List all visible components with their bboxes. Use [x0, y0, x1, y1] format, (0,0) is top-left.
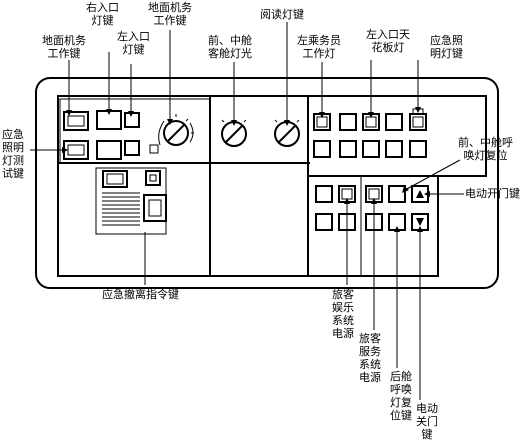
panel-right-bottom-block: [307, 175, 439, 277]
label-fwd-mid-cabin-light: 前、中舱 客舱灯光: [208, 34, 252, 60]
label-line: 左入口天: [366, 28, 410, 41]
label-left-entrance-ceiling-light: 左入口天 花板灯: [366, 28, 410, 54]
label-line: 明灯键: [430, 47, 463, 60]
small-button[interactable]: [124, 140, 140, 156]
label-line: 地面机务: [148, 1, 192, 14]
label-line: 照明: [2, 141, 24, 154]
ground-staff-work-knob[interactable]: [163, 120, 189, 146]
ground-staff-work-button[interactable]: [96, 140, 122, 160]
label-reading-light-key: 阅读灯键: [260, 8, 304, 21]
label-line: 应急撤离指令键: [102, 288, 179, 301]
label-line: 花板灯: [371, 41, 405, 54]
label-line: 试键: [2, 167, 24, 180]
label-line: 应急照: [430, 34, 463, 47]
label-line: 工作键: [153, 14, 187, 27]
fwd-mid-call-reset-button[interactable]: [388, 185, 406, 203]
label-ground-staff-work-key-2: 地面机务 工作键: [148, 1, 192, 27]
label-left-entrance-light-key: 左入口 灯键: [117, 30, 150, 56]
panel-outer-frame: [35, 77, 499, 289]
label-right-entrance-light-key: 右入口 灯键: [86, 1, 119, 27]
label-line: 左入口: [117, 30, 150, 43]
leader-lines: [30, 22, 464, 400]
emergency-light-button[interactable]: [409, 113, 427, 131]
emergency-light-test-button[interactable]: [63, 111, 89, 131]
label-line: 前、中舱: [208, 34, 252, 47]
label-line: 灯测: [2, 154, 24, 167]
panel-middle-block: [209, 95, 309, 164]
label-line: 唤灯复位: [463, 149, 508, 162]
left-entrance-light-button[interactable]: [124, 112, 140, 128]
label-passenger-entertainment-power: 旅客娱乐系统电源: [332, 288, 354, 340]
label-line: 工作灯: [302, 47, 336, 60]
label-line: 地面机务: [42, 34, 86, 47]
label-electric-door-open-key: 电动开门键: [465, 187, 520, 200]
label-line: 灯键: [122, 43, 145, 56]
label-line: 工作键: [47, 47, 81, 60]
label-left-attendant-work-light: 左乘务员 工作灯: [297, 34, 341, 60]
label-emergency-light-key: 应急照 明灯键: [430, 34, 463, 60]
emergency-evacuation-button[interactable]: [143, 194, 167, 222]
label-fwd-mid-call-light-reset: 前、中舱呼 唤灯复位: [458, 136, 513, 162]
label-aft-call-light-reset: 后舱呼唤灯复位键: [390, 370, 412, 422]
label-line: 右入口: [86, 1, 119, 14]
label-line: 客舱灯光: [208, 47, 252, 60]
label-line: 前、中舱呼: [458, 136, 513, 149]
label-line: 阅读灯键: [260, 8, 304, 21]
label-line: 灯键: [91, 14, 114, 27]
label-emergency-evacuation-key: 应急撤离指令键: [102, 288, 179, 301]
label-line: 电动开门键: [465, 187, 520, 200]
label-electric-door-close-key: 电动关门键: [416, 402, 438, 441]
label-ground-staff-work-key: 地面机务 工作键: [42, 34, 86, 60]
label-line: 左乘务员: [297, 34, 341, 47]
label-emergency-light-test-key: 应急 照明 灯测 试键: [2, 128, 24, 180]
label-passenger-service-power: 旅客服务系统电源: [359, 332, 381, 384]
label-line: 应急: [2, 128, 24, 141]
